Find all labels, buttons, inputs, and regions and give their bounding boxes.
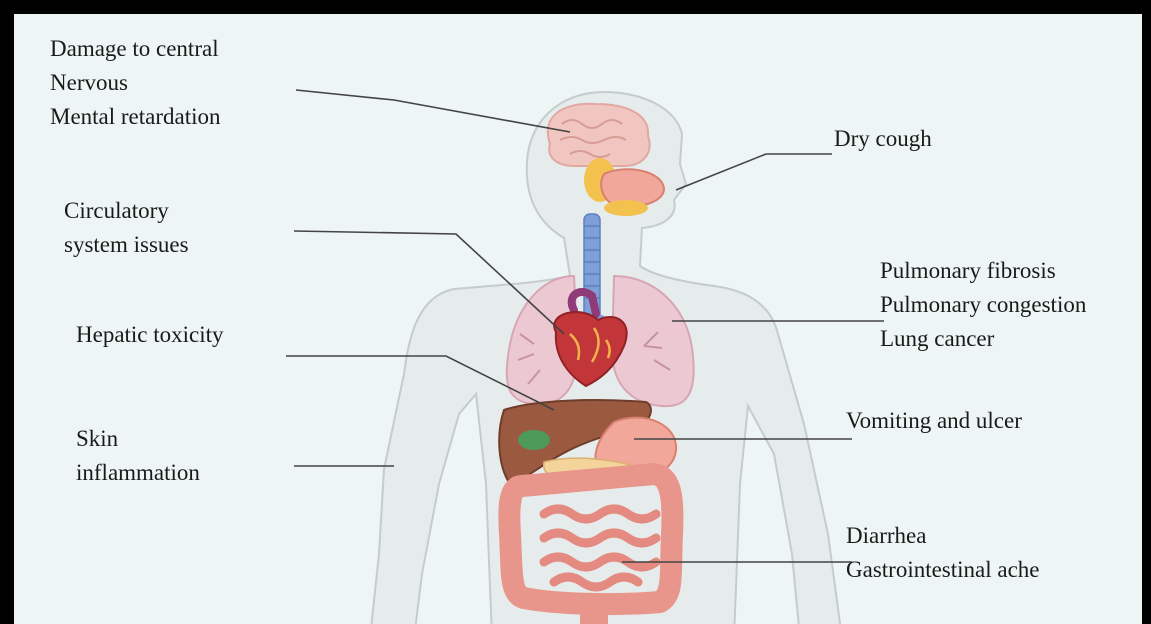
label-cns-line-2: Nervous	[50, 66, 221, 100]
label-intestine-line-2: Gastrointestinal ache	[846, 553, 1040, 587]
label-cns-line-1: Damage to central	[50, 32, 221, 66]
rectum	[580, 604, 608, 624]
label-skin-line-1: Skin	[76, 422, 200, 456]
gallbladder	[518, 430, 550, 450]
salivary-gland-lower	[604, 200, 648, 216]
label-cns-line-3: Mental retardation	[50, 100, 221, 134]
label-hepatic: Hepatic toxicity	[76, 318, 224, 352]
label-stomach: Vomiting and ulcer	[846, 404, 1022, 438]
label-skin: Skin inflammation	[76, 422, 200, 490]
label-circulatory-line-2: system issues	[64, 228, 189, 262]
leader-line-cough	[676, 154, 832, 190]
label-cough: Dry cough	[834, 122, 932, 156]
label-intestine-line-1: Diarrhea	[846, 519, 1040, 553]
label-cough-line-1: Dry cough	[834, 122, 932, 156]
label-circulatory-line-1: Circulatory	[64, 194, 189, 228]
label-stomach-line-1: Vomiting and ulcer	[846, 404, 1022, 438]
label-circulatory: Circulatory system issues	[64, 194, 189, 262]
label-cns: Damage to central Nervous Mental retarda…	[50, 32, 221, 134]
leader-line-cns	[296, 90, 570, 132]
label-lungs-line-1: Pulmonary fibrosis	[880, 254, 1086, 288]
label-lungs: Pulmonary fibrosis Pulmonary congestion …	[880, 254, 1086, 356]
label-hepatic-line-1: Hepatic toxicity	[76, 318, 224, 352]
label-lungs-line-2: Pulmonary congestion	[880, 288, 1086, 322]
label-intestine: Diarrhea Gastrointestinal ache	[846, 519, 1040, 587]
label-skin-line-2: inflammation	[76, 456, 200, 490]
label-lungs-line-3: Lung cancer	[880, 322, 1086, 356]
brain	[548, 104, 650, 166]
